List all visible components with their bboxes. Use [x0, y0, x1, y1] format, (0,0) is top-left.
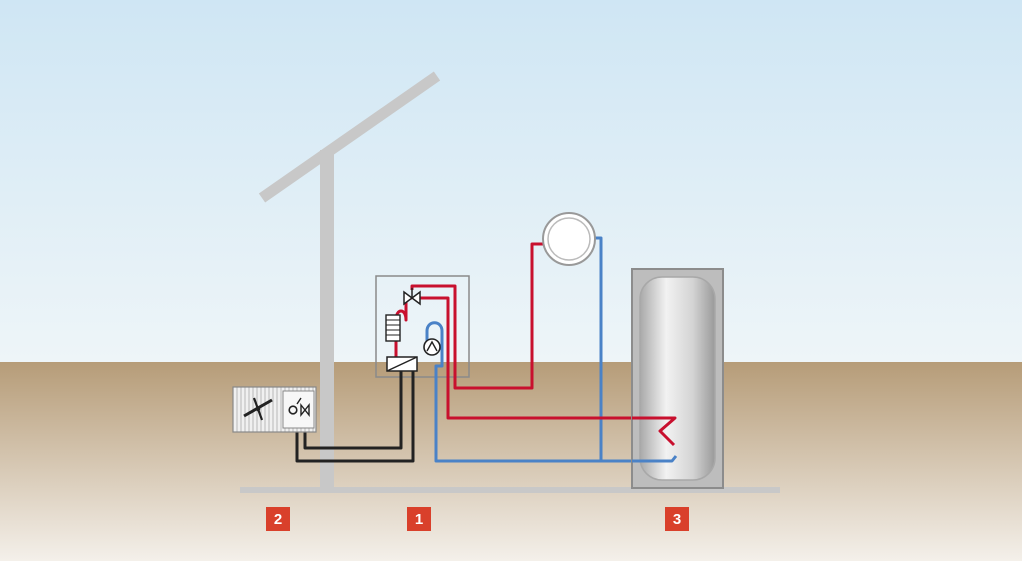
hot-water-tank-icon	[631, 268, 724, 489]
radiator-icon	[542, 212, 596, 266]
storage-tank-number-badge: 3	[665, 507, 689, 531]
circulation-pump-icon	[423, 338, 441, 356]
outdoor-unit	[232, 386, 317, 433]
mast-icon	[258, 71, 441, 490]
heat-pump-unit-number-badge: 1	[407, 507, 431, 531]
fan-icon	[243, 397, 273, 421]
sky	[0, 0, 1022, 362]
outdoor-unit-number-badge: 2	[266, 507, 290, 531]
tank-coil	[632, 416, 678, 463]
expansion-valve-icon	[288, 397, 310, 417]
refrigerant-pipe	[295, 362, 415, 463]
heat-exchanger-coil	[385, 314, 401, 342]
plate-heat-exchanger-icon	[386, 356, 418, 372]
three-way-valve-icon	[403, 288, 421, 306]
ground-baseline	[240, 487, 780, 493]
indoor-unit-frame	[375, 275, 470, 378]
